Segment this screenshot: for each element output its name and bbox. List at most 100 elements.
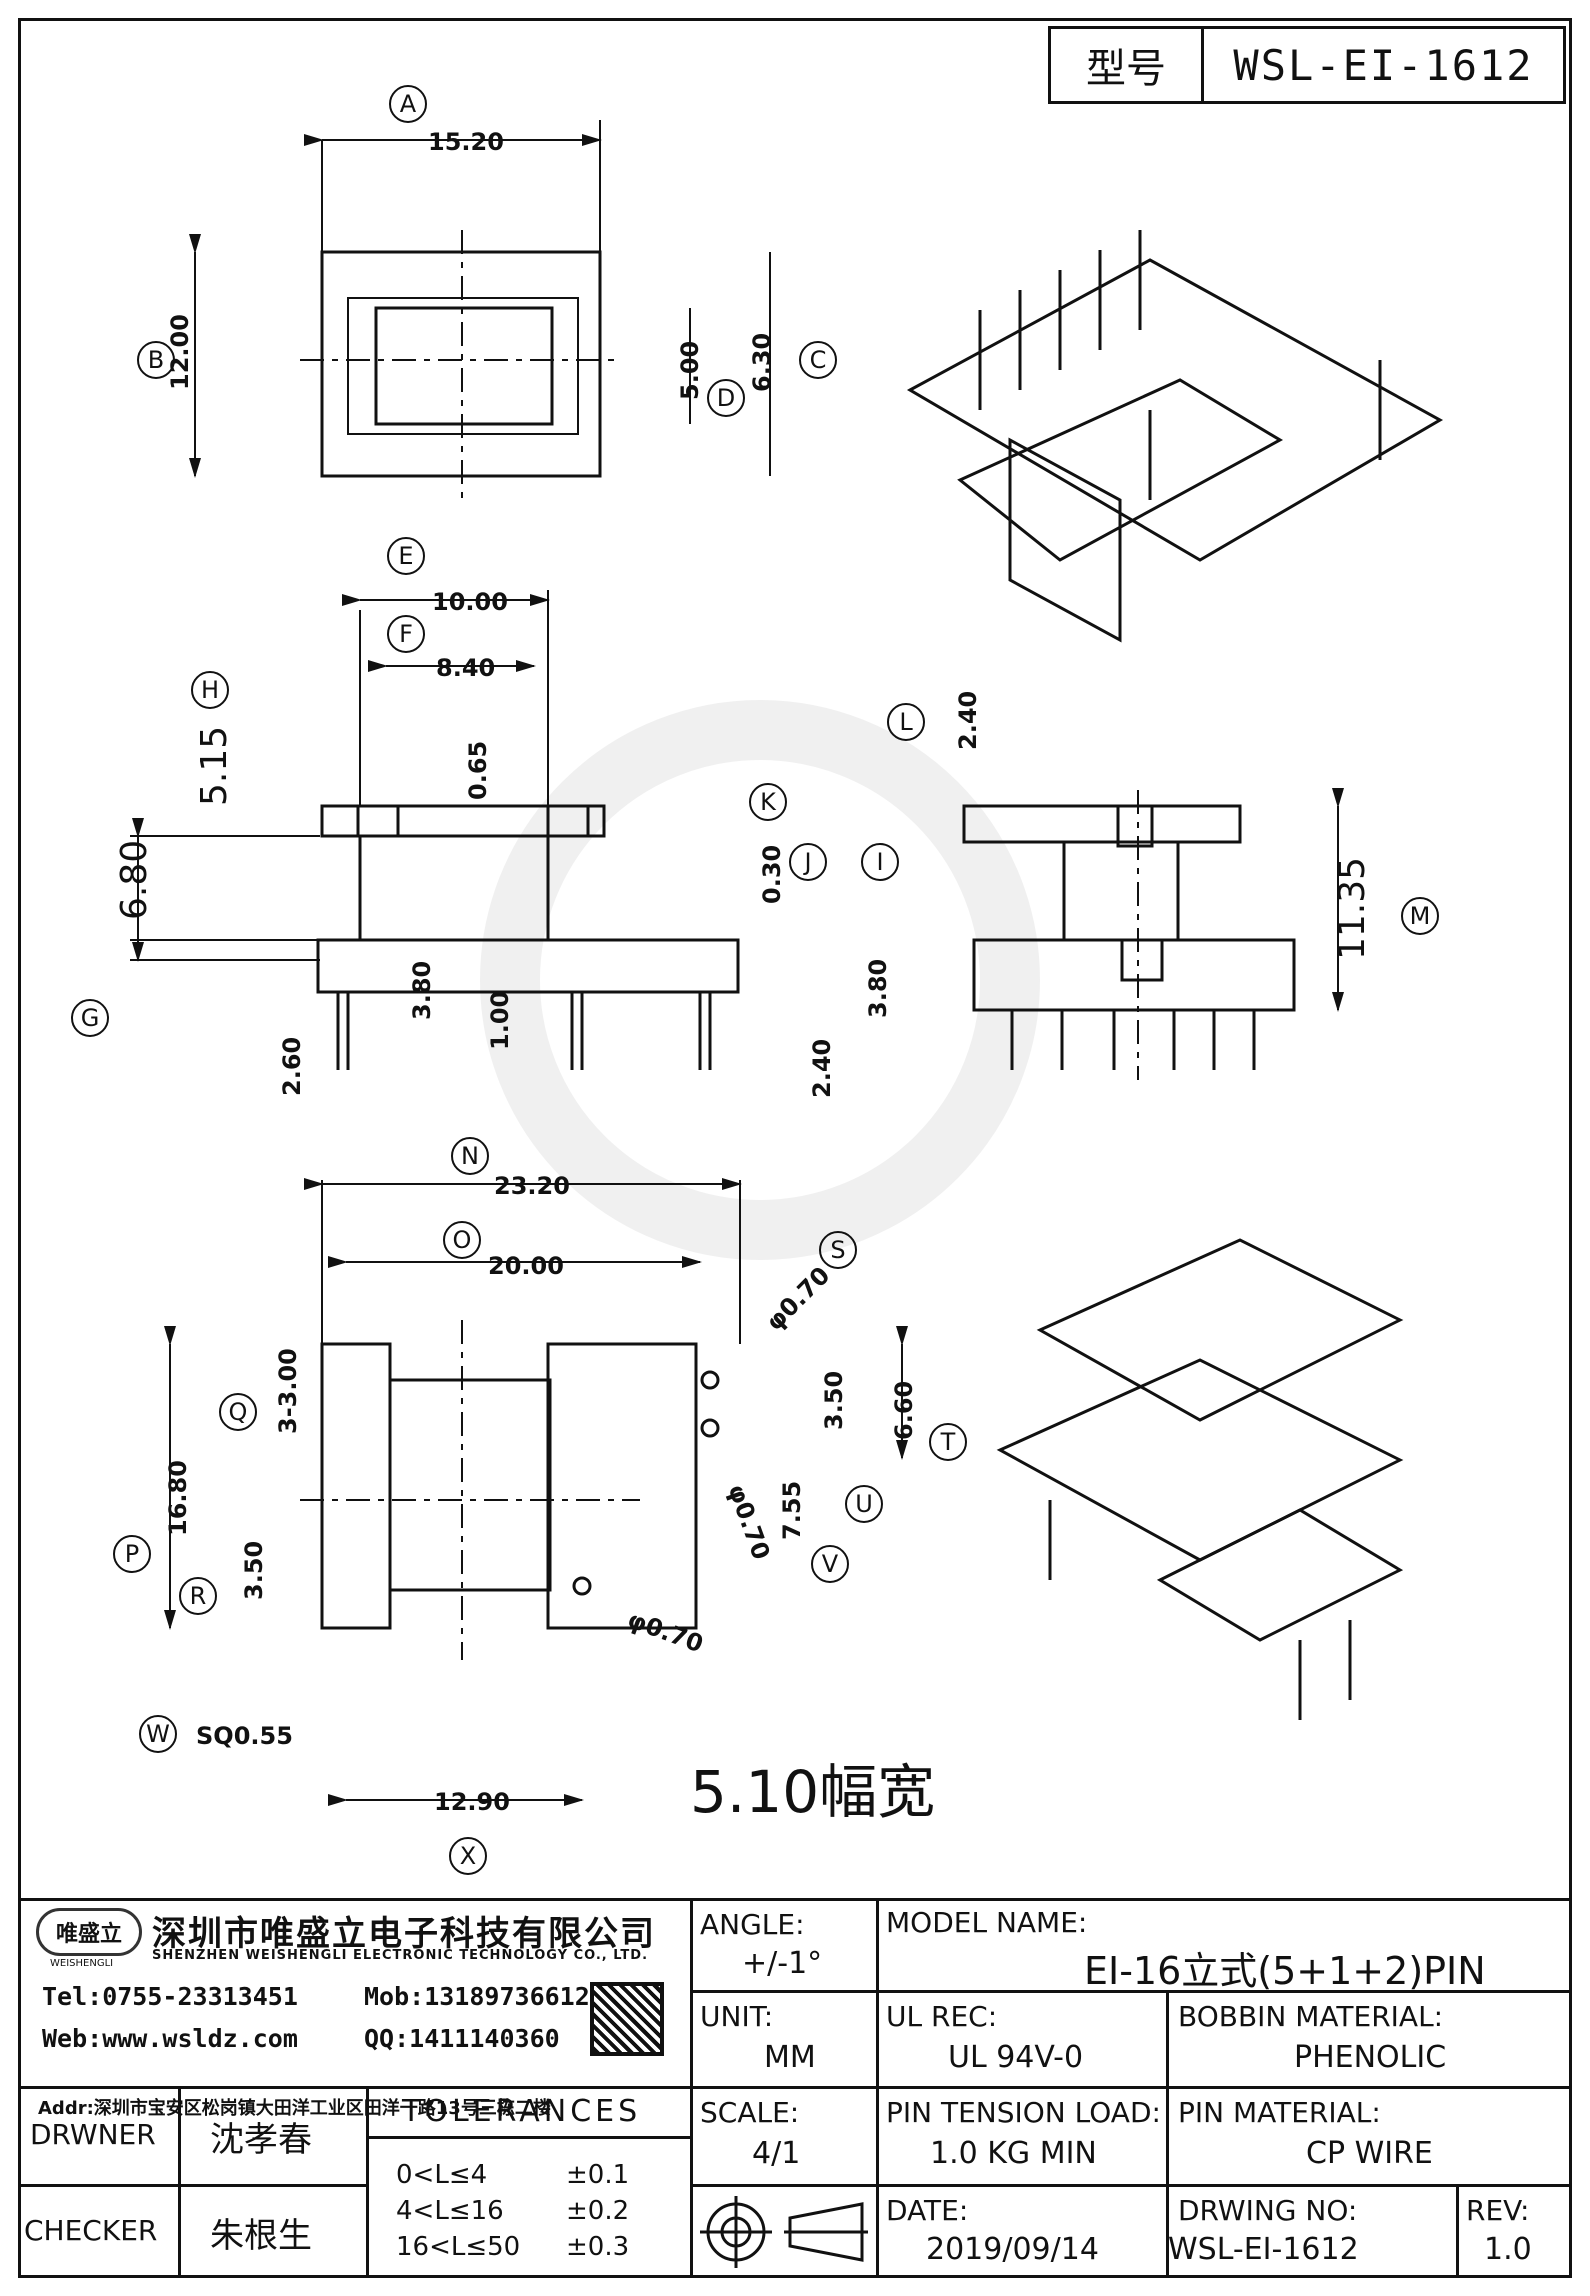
pin-material-label: PIN MATERIAL: [1178,2096,1381,2129]
label-O: O [453,1226,472,1254]
label-I: I [876,848,883,876]
label-Q: Q [229,1398,248,1426]
tension-value: 1.0 KG MIN [930,2136,1097,2171]
dimension-values: 15.20 12.00 6.30 5.00 10.00 8.40 5.15 6.… [114,128,1373,1826]
drawing-sheet-border [18,18,1572,2278]
tension-label: PIN TENSION LOAD: [886,2096,1161,2129]
top-view [189,120,771,500]
pin-material-value: CP WIRE [1306,2136,1433,2171]
drawing-no-label: DRWING NO: [1178,2194,1358,2227]
divider [690,1990,1572,1993]
divider [1456,2184,1459,2278]
tol-value-3: ±0.3 [566,2232,630,2262]
dim-Q: 3-3.00 [274,1348,302,1434]
dim-M: 11.35 [1332,857,1373,960]
divider [18,2184,366,2187]
checker-name: 朱根生 [210,2216,312,2256]
projection-symbol [700,2196,868,2268]
label-U: U [855,1490,873,1518]
label-R: R [190,1582,207,1610]
angle-value: +/-1° [742,1946,823,1981]
scale-label: SCALE: [700,2096,800,2129]
dim-E: 10.00 [432,588,508,616]
label-W: W [146,1720,170,1748]
label-C: C [810,346,827,374]
divider [690,2184,1572,2187]
tol-range-3: 16<L≤50 [396,2232,521,2262]
model-label: MODEL NAME: [886,1906,1088,1939]
divider [366,2136,690,2139]
dim-380a: 3.80 [408,961,436,1020]
company-name-en: SHENZHEN WEISHENGLI ELECTRONIC TECHNOLOG… [152,1948,649,1963]
label-T: T [940,1428,956,1456]
ul-value: UL 94V-0 [948,2040,1084,2075]
label-B: B [148,346,164,374]
company-info: 唯盛立 WEISHENGLI 深圳市唯盛立电子科技有限公司 SHENZHEN W… [24,1902,690,2119]
label-X: X [460,1842,476,1870]
checker-label: CHECKER [24,2214,158,2247]
bobbin-label: BOBBIN MATERIAL: [1178,2000,1444,2033]
label-V: V [822,1550,839,1578]
dim-100: 1.00 [486,991,514,1050]
label-J: J [802,848,811,876]
dim-hole: φ0.70 [624,1605,707,1658]
front-view [962,788,1344,1080]
tol-value-1: ±0.1 [566,2160,630,2190]
bottom-view [164,1178,908,1806]
dim-380b: 3.80 [864,959,892,1018]
company-qq: QQ:1411140360 [364,2024,560,2053]
dim-F: 8.40 [436,654,495,682]
iso-view-bottom [996,1238,1404,1720]
drawer-name: 沈孝春 [210,2120,312,2160]
label-circles [71,85,1439,1875]
dim-260: 2.60 [278,1037,306,1096]
dim-S: φ0.70 [760,1261,835,1336]
divider [18,2086,690,2089]
label-P: P [125,1540,139,1568]
tol-value-2: ±0.2 [566,2196,630,2226]
dim-U: φ0.70 [722,1480,775,1563]
bobbin-value: PHENOLIC [1294,2040,1447,2075]
label-K: K [760,788,777,816]
divider [366,2086,369,2278]
rev-value: 1.0 [1484,2232,1532,2267]
iso-view-top [906,230,1444,643]
tol-range-2: 4<L≤16 [396,2196,504,2226]
drawer-label: DRWNER [30,2118,156,2151]
dim-V: 7.55 [778,1481,806,1540]
dim-065: 0.65 [464,741,492,800]
divider [690,2086,1572,2089]
dim-X: 12.90 [434,1788,510,1816]
rev-label: REV: [1466,2194,1530,2227]
dim-N: 23.20 [494,1172,570,1200]
scale-value: 4/1 [752,2136,801,2171]
dim-P: 16.80 [164,1460,192,1536]
company-logo: 唯盛立 [36,1908,142,1956]
label-M: M [1410,902,1431,930]
dim-T2: 3.50 [820,1371,848,1430]
dim-A: 15.20 [428,128,504,156]
type-value: WSL-EI-1612 [1233,40,1534,90]
dim-D: 5.00 [676,341,704,400]
model-value: EI-16立式(5+1+2)PIN [1084,1949,1486,1993]
company-tel: Tel:0755-23313451 [42,1982,298,2011]
dim-K: 0.30 [758,845,786,904]
label-S: S [830,1236,845,1264]
width-note: 5.10幅宽 [690,1758,935,1826]
dim-H: 5.15 [194,726,235,806]
tolerances-title: TOLERANCES [402,2094,642,2129]
dim-G: 6.80 [114,840,155,920]
dim-L: 2.40 [954,691,982,750]
tol-range-1: 0<L≤4 [396,2160,488,2190]
label-A: A [400,90,417,118]
label-H: H [201,676,219,704]
dim-B: 12.00 [166,314,194,390]
label-D: D [717,384,735,412]
dim-240a: 2.40 [808,1039,836,1098]
company-web: Web:www.wsldz.com [42,2024,298,2053]
dim-C: 6.30 [748,333,776,392]
dim-R: 3.50 [240,1541,268,1600]
dim-O: 20.00 [488,1252,564,1280]
angle-label: ANGLE: [700,1908,805,1941]
